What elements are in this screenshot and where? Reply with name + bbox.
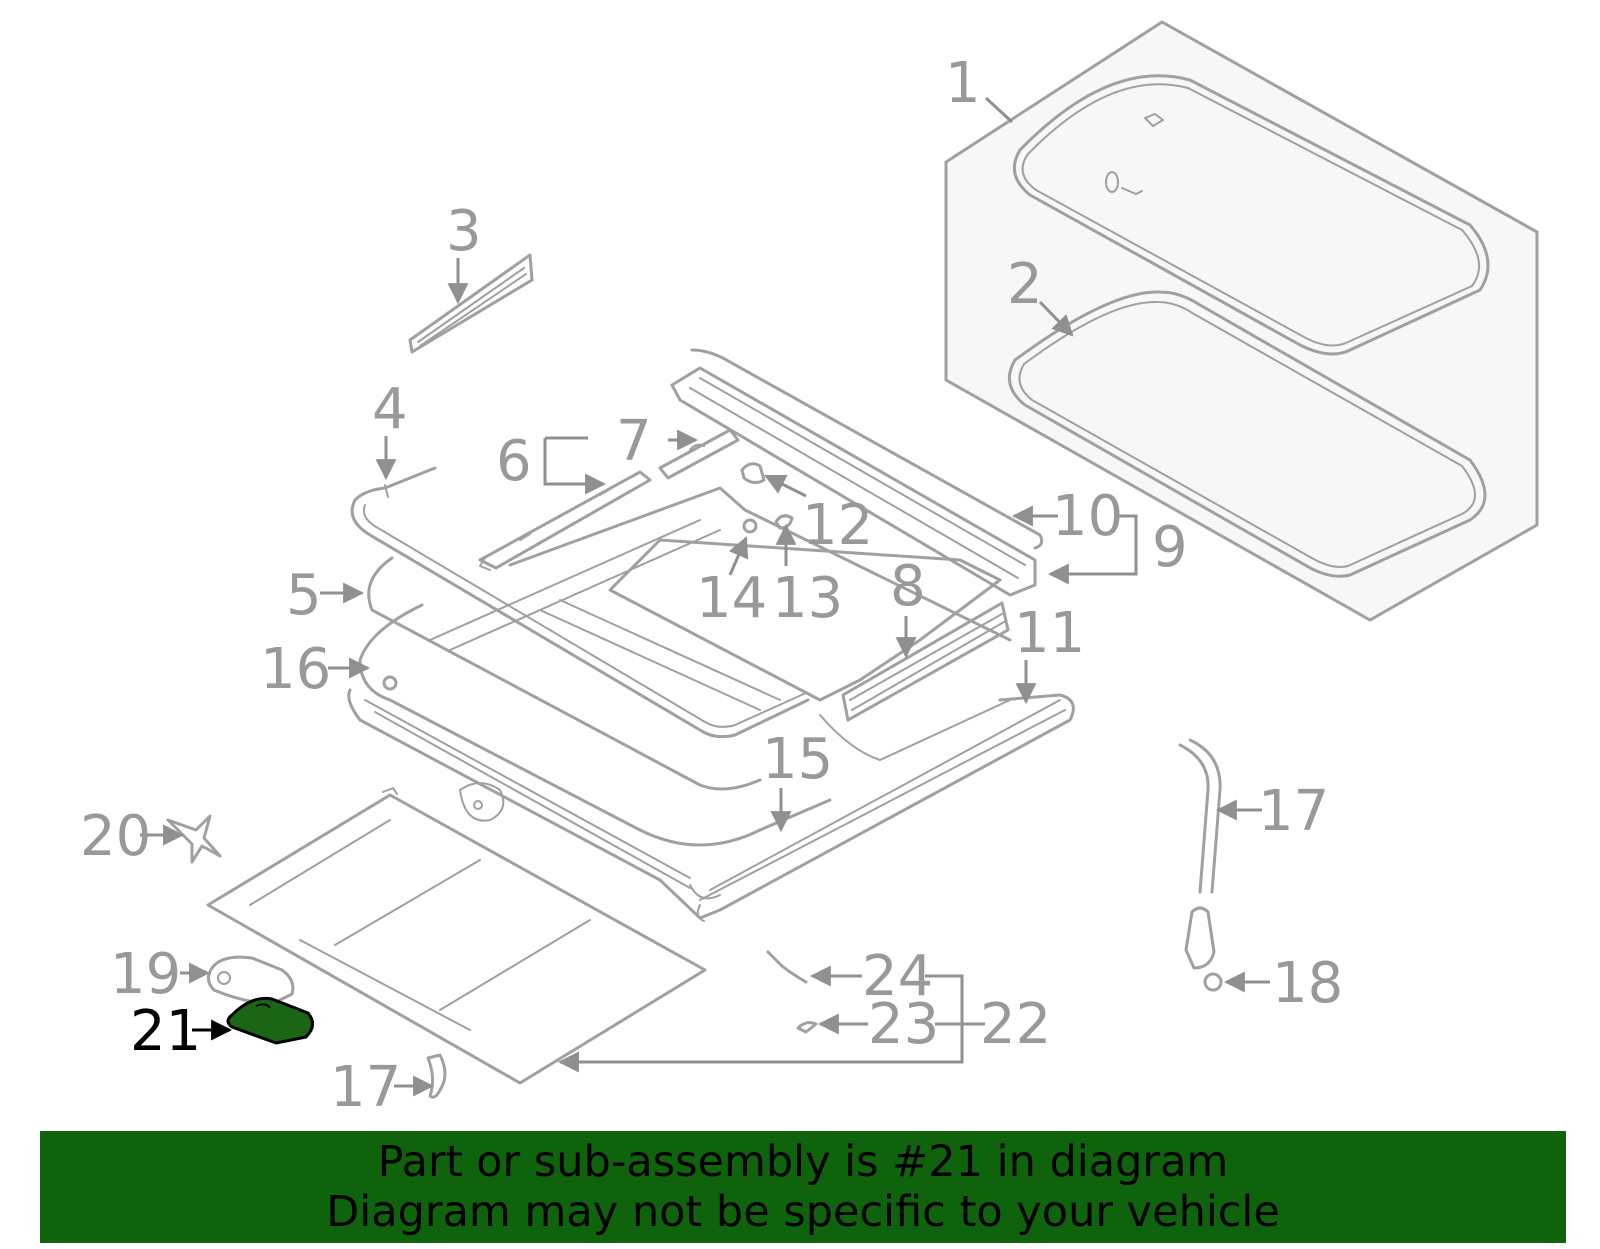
banner-line-part: Part or sub-assembly is #21 in diagram [377,1137,1229,1187]
part-14-washer [742,518,758,534]
callout-4: 4 [372,377,408,442]
part-24-link [766,950,808,984]
callout-7: 7 [616,409,652,474]
part-4-weatherstrip [350,466,810,739]
part-18-valve [1184,906,1223,992]
callout-16: 16 [260,637,331,702]
part-23-screw [796,1021,818,1034]
part-10-seal [690,348,1044,550]
part-5-seal [367,556,762,791]
callout-21-highlighted: 21 [130,999,201,1064]
part-17-drain-hose [426,738,1222,1099]
callout-13: 13 [772,566,843,631]
part-21-highlighted [226,996,314,1045]
callout-23: 23 [868,992,939,1057]
part-9-rail [670,366,1037,597]
part-2-glass-seal [1007,290,1487,578]
callout-18: 18 [1272,951,1343,1016]
callout-5: 5 [286,563,322,628]
part-20-bracket [166,814,222,864]
part-11-frame [347,486,1075,922]
callout-11: 11 [1014,601,1085,666]
leaders [140,96,1270,1097]
info-banner: Part or sub-assembly is #21 in diagram D… [40,1131,1566,1243]
part-12-clip [740,462,766,485]
part-3-strip [408,253,534,354]
callout-2: 2 [1007,252,1043,317]
callout-20: 20 [80,804,151,869]
part-19-motor [207,955,295,1006]
callout-6: 6 [496,429,532,494]
banner-line-disclaimer: Diagram may not be specific to your vehi… [326,1187,1280,1237]
callout-3: 3 [446,199,482,264]
part-8-strip [841,601,1010,722]
callout-15: 15 [762,727,833,792]
part-1-glass-panel-box [944,20,1539,622]
callout-9: 9 [1152,515,1188,580]
callout-24: 24 [862,944,933,1009]
part-15-sunshade [206,787,707,1085]
callout-1: 1 [945,51,981,116]
part-16-cable [358,603,832,847]
callout-17-upper: 17 [1258,779,1329,844]
part-13-screw [774,514,794,530]
callout-10: 10 [1052,484,1123,549]
callout-22: 22 [980,992,1051,1057]
callout-17-lower: 17 [330,1055,401,1120]
callout-12: 12 [802,493,873,558]
callout-19: 19 [110,942,181,1007]
callout-8: 8 [890,554,926,619]
callout-14: 14 [696,566,767,631]
part-7-guide [658,428,740,480]
